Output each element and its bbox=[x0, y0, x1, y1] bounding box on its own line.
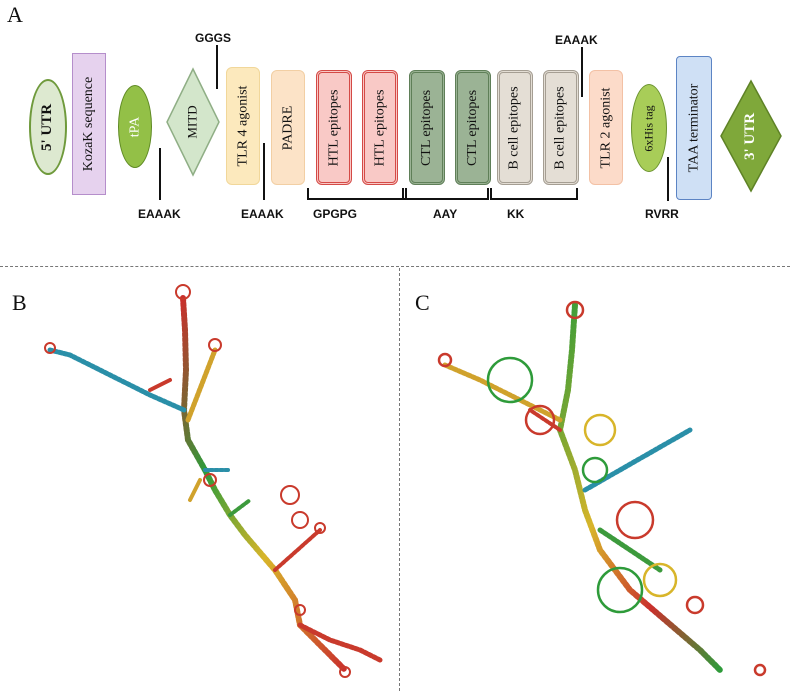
linker-brackets bbox=[307, 188, 578, 200]
linker-line-eaaak-1 bbox=[159, 148, 161, 200]
linker-label-gggs: GGGS bbox=[195, 31, 232, 45]
tpa-segment: tPA bbox=[118, 85, 152, 168]
htl-segment-1: HTL epitopes bbox=[316, 70, 352, 185]
panel-label-a: A bbox=[7, 2, 23, 27]
ctl-segment-2: CTL epitopes bbox=[455, 70, 491, 185]
linker-line-rvrr bbox=[667, 157, 669, 201]
linker-label-eaaak-3: EAAAK bbox=[555, 33, 598, 47]
taa-segment: TAA terminator bbox=[676, 56, 712, 200]
bcell-segment-2: B cell epitopes bbox=[543, 70, 579, 185]
linker-label-rvrr: RVRR bbox=[645, 207, 679, 221]
rna-structure-b bbox=[44, 284, 383, 678]
rna-structure-c bbox=[437, 300, 767, 677]
utr5-segment: 5' UTR bbox=[29, 79, 67, 175]
panel-label-c: C bbox=[415, 290, 430, 315]
bcell-segment-1: B cell epitopes bbox=[497, 70, 533, 185]
mitd-diamond bbox=[166, 67, 220, 177]
his-tag-segment: 6xHis tag bbox=[631, 84, 667, 172]
kozak-segment: KozaK sequence bbox=[72, 53, 106, 195]
linker-line-eaaak-3 bbox=[581, 47, 583, 97]
htl-segment-2: HTL epitopes bbox=[362, 70, 398, 185]
linker-label-kk: KK bbox=[507, 207, 525, 221]
padre-segment: PADRE bbox=[271, 70, 305, 185]
tlr4-segment: TLR 4 agonist bbox=[226, 67, 260, 185]
linker-line-gggs bbox=[216, 45, 218, 89]
linker-label-gpgpg: GPGPG bbox=[313, 207, 358, 221]
panel-label-b: B bbox=[12, 290, 27, 315]
tlr2-segment: TLR 2 agonist bbox=[589, 70, 623, 185]
utr3-diamond bbox=[720, 79, 782, 193]
horizontal-divider bbox=[0, 266, 790, 267]
linker-line-eaaak-2 bbox=[263, 143, 265, 200]
linker-label-eaaak-1: EAAAK bbox=[138, 207, 181, 221]
linker-label-aay: AAY bbox=[433, 207, 458, 221]
linker-label-eaaak-2: EAAAK bbox=[241, 207, 284, 221]
ctl-segment-1: CTL epitopes bbox=[409, 70, 445, 185]
vertical-divider bbox=[399, 268, 400, 691]
